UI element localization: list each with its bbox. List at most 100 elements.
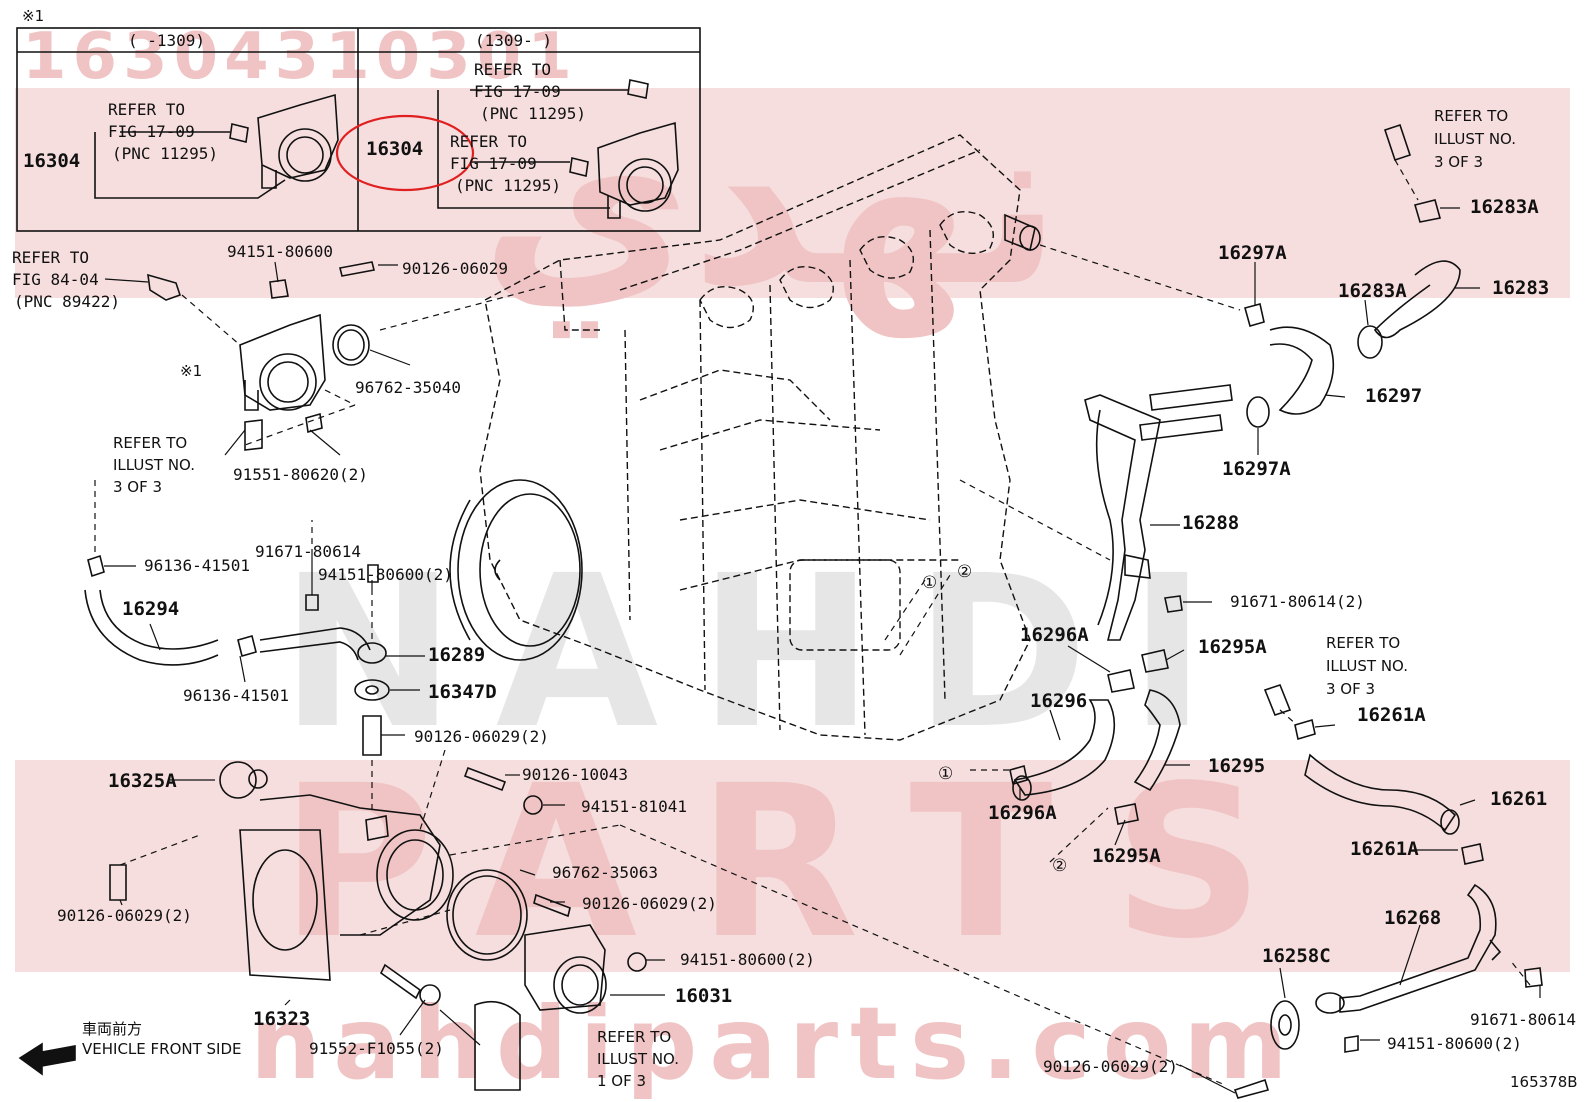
engine-block bbox=[479, 134, 1031, 741]
label-16347D: 16347D bbox=[428, 681, 497, 703]
refer-illust-1of3-2: ILLUST NO. bbox=[597, 1050, 680, 1068]
circle-1-label: ① bbox=[922, 573, 938, 593]
watermark-band-top bbox=[15, 88, 1570, 298]
inset-left-refer-1: REFER TO bbox=[108, 100, 186, 119]
watermark-part-number: 16304310301 bbox=[22, 20, 578, 94]
inset-marker: ※1 bbox=[22, 7, 45, 25]
refer-illust-left-3: 3 OF 3 bbox=[113, 478, 163, 496]
label-96762-35063: 96762-35063 bbox=[552, 863, 658, 882]
label-16288: 16288 bbox=[1182, 512, 1240, 534]
label-90126-10043: 90126-10043 bbox=[522, 765, 628, 784]
label-91671-80614-b: 91671-80614 bbox=[1470, 1010, 1576, 1029]
inset-right-refer-a3: (PNC 11295) bbox=[480, 104, 586, 123]
stud-bottom bbox=[1233, 1078, 1270, 1099]
thermostat-cover bbox=[446, 869, 647, 1091]
refer-illust-1of3-1: REFER TO bbox=[597, 1028, 672, 1046]
pipe-16288 bbox=[1084, 394, 1183, 641]
label-91551-80620: 91551-80620(2) bbox=[233, 465, 368, 484]
label-16295: 16295 bbox=[1208, 755, 1266, 777]
label-90126-06029-2d: 90126-06029(2) bbox=[1043, 1057, 1178, 1076]
label-16296A-bot: 16296A bbox=[988, 802, 1057, 824]
label-90126-06029-2a: 90126-06029(2) bbox=[414, 727, 549, 746]
inset-left-outlet bbox=[94, 93, 339, 199]
inset-left-header: ( -1309) bbox=[128, 31, 206, 50]
refer-illust-1of3-3: 1 OF 3 bbox=[597, 1072, 647, 1090]
hoses-16261-16268 bbox=[1263, 684, 1543, 1053]
label-94151-80600-2c: 94151-80600(2) bbox=[1387, 1034, 1522, 1053]
refer-illust-right-top-1: REFER TO bbox=[1434, 107, 1509, 125]
label-16325A: 16325A bbox=[108, 770, 177, 792]
watermark-parts: PARTS bbox=[280, 740, 1324, 985]
hoses-16295-16296 bbox=[1009, 649, 1181, 825]
refer-illust-left-2: ILLUST NO. bbox=[113, 456, 196, 474]
label-94151-81041: 94151-81041 bbox=[581, 797, 687, 816]
engine-stub bbox=[1004, 213, 1036, 252]
label-91671-80614-2: 91671-80614(2) bbox=[1230, 592, 1365, 611]
inset-left-refer-3: (PNC 11295) bbox=[112, 144, 218, 163]
circle-2-label: ② bbox=[957, 562, 973, 582]
label-90126-06029-2c: 90126-06029(2) bbox=[582, 894, 717, 913]
inset-right-refer-a2: FIG 17-09 bbox=[474, 82, 561, 101]
label-16323: 16323 bbox=[253, 1008, 311, 1030]
highlight-circle bbox=[335, 114, 475, 192]
label-16283: 16283 bbox=[1492, 277, 1550, 299]
watermark-brand: NAHDI bbox=[280, 530, 1247, 775]
label-16297A-top: 16297A bbox=[1218, 242, 1287, 264]
routing-lines bbox=[94, 159, 1531, 1086]
watermark-script: نهدي bbox=[480, 70, 1062, 337]
front-arrow-icon bbox=[18, 1042, 76, 1076]
refer-fig84-1: REFER TO bbox=[12, 248, 90, 267]
label-90126-06029-2b: 90126-06029(2) bbox=[57, 906, 192, 925]
inset-right-refer-b2: FIG 17-09 bbox=[450, 154, 537, 173]
label-16296: 16296 bbox=[1030, 690, 1088, 712]
label-91671-80614: 91671-80614 bbox=[255, 542, 361, 561]
label-16261A-top: 16261A bbox=[1357, 704, 1426, 726]
figure-id: 165378B bbox=[1510, 1073, 1578, 1091]
refer-fig84-2: FIG 84-04 bbox=[12, 270, 99, 289]
label-16296A-top: 16296A bbox=[1020, 624, 1089, 646]
label-90126-06029: 90126-06029 bbox=[402, 259, 508, 278]
inset-right-part: 16304 bbox=[366, 138, 424, 160]
inset-left-part: 16304 bbox=[23, 150, 81, 172]
label-96136-41501-b: 96136-41501 bbox=[183, 686, 289, 705]
refer-illust-right-top-2: ILLUST NO. bbox=[1434, 130, 1517, 148]
label-94151-80600: 94151-80600 bbox=[227, 242, 333, 261]
inset-right-refer-b3: (PNC 11295) bbox=[455, 176, 561, 195]
label-16295A-bot: 16295A bbox=[1092, 845, 1161, 867]
marker-1: ※1 bbox=[180, 362, 203, 380]
refer-illust-left-1: REFER TO bbox=[113, 434, 188, 452]
label-94151-80600-2b: 94151-80600(2) bbox=[680, 950, 815, 969]
label-16297A-bot: 16297A bbox=[1222, 458, 1291, 480]
label-94151-80600-2: 94151-80600(2) bbox=[318, 565, 453, 584]
label-16295A-top: 16295A bbox=[1198, 636, 1267, 658]
refer-illust-right-mid-2: ILLUST NO. bbox=[1326, 657, 1409, 675]
label-16283A: 16283A bbox=[1338, 280, 1407, 302]
hose-right-top bbox=[1139, 123, 1461, 441]
inset-left-refer-2: FIG 17-09 bbox=[108, 122, 195, 141]
refer-illust-right-mid-1: REFER TO bbox=[1326, 634, 1401, 652]
inset-right-header: (1309- ) bbox=[475, 31, 553, 50]
refer-fig84-3: (PNC 89422) bbox=[14, 292, 120, 311]
direction-en: VEHICLE FRONT SIDE bbox=[82, 1040, 242, 1058]
refer-illust-right-top-3: 3 OF 3 bbox=[1434, 153, 1484, 171]
label-16031: 16031 bbox=[675, 985, 733, 1007]
inset-right-refer-b1: REFER TO bbox=[450, 132, 528, 151]
label-16261A-bot: 16261A bbox=[1350, 838, 1419, 860]
water-outlet-left bbox=[147, 261, 375, 451]
direction-jp: 車両前方 bbox=[82, 1020, 143, 1038]
thermostat-housing bbox=[109, 761, 543, 1006]
crank-pulley bbox=[449, 479, 583, 661]
label-16297: 16297 bbox=[1365, 385, 1423, 407]
refer-illust-right-mid-3: 3 OF 3 bbox=[1326, 680, 1376, 698]
label-16289: 16289 bbox=[428, 644, 486, 666]
label-16283A-top: 16283A bbox=[1470, 196, 1539, 218]
hose-pipe-left bbox=[84, 554, 390, 756]
label-16294: 16294 bbox=[122, 598, 180, 620]
inset-right-outlet bbox=[437, 79, 679, 219]
label-16261: 16261 bbox=[1490, 788, 1548, 810]
label-16258C: 16258C bbox=[1262, 945, 1331, 967]
circle-2-label-b: ② bbox=[1052, 856, 1068, 876]
watermark-band-bottom bbox=[15, 760, 1570, 972]
